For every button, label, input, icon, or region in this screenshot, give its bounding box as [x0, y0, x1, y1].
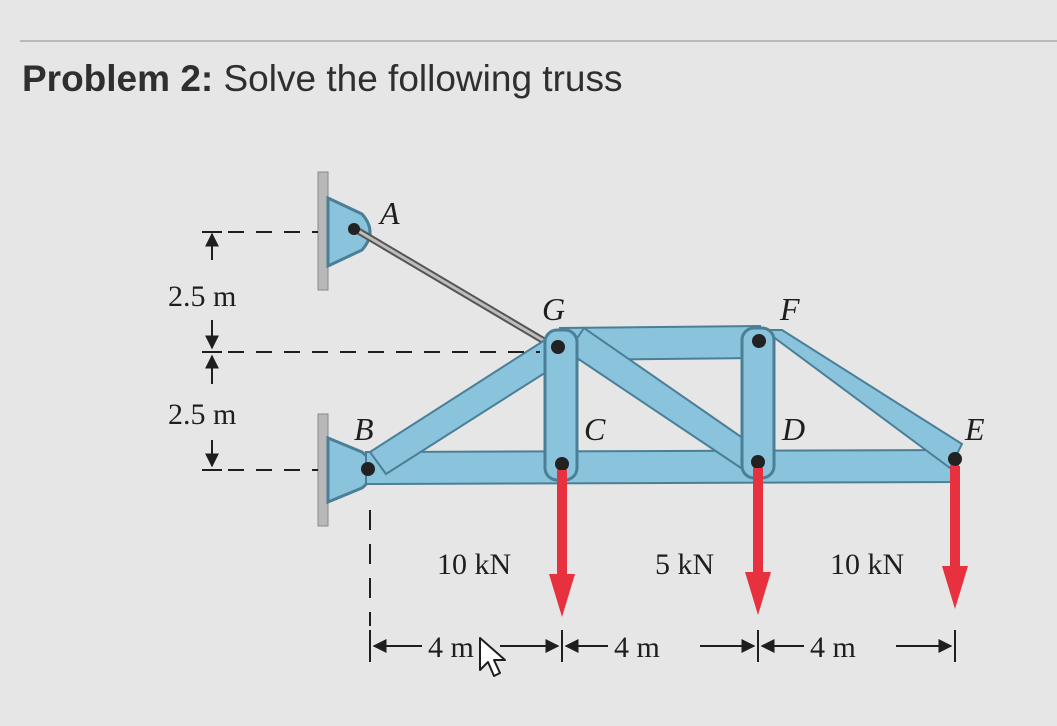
pin-G [551, 340, 565, 354]
label-node-G: G [542, 291, 565, 327]
member-BE [365, 448, 959, 486]
pin-C [555, 457, 569, 471]
problem-label: Problem 2: [22, 58, 214, 99]
vertical-dimension [202, 231, 222, 471]
label-node-A: A [378, 195, 400, 231]
pin-A [348, 223, 360, 235]
label-node-E: E [964, 411, 985, 447]
load-label-E: 10 kN [830, 548, 904, 581]
dim-label-upper: 2.5 m [168, 280, 236, 313]
load-label-D: 5 kN [655, 548, 714, 581]
cable-AG-highlight [353, 227, 558, 350]
problem-text: Solve the following truss [223, 58, 623, 99]
pin-F [752, 334, 766, 348]
problem-title: Problem 2: Solve the following truss [22, 58, 622, 100]
load-arrow-C [549, 470, 575, 617]
label-node-C: C [584, 411, 606, 447]
pin-B [361, 462, 375, 476]
top-divider-line [20, 40, 1057, 42]
load-arrow-D [745, 468, 771, 615]
mouse-cursor-icon [479, 637, 506, 677]
label-node-F: F [779, 291, 800, 327]
member-FE [760, 329, 964, 470]
dim-label-span-3: 4 m [810, 631, 856, 664]
pin-E [948, 452, 962, 466]
dim-label-span-1: 4 m [428, 631, 474, 664]
load-arrow-E [942, 466, 968, 609]
label-node-B: B [354, 411, 374, 447]
horizontal-dimension [369, 630, 956, 662]
dim-label-span-2: 4 m [614, 631, 660, 664]
label-node-D: D [781, 411, 805, 447]
dim-label-lower: 2.5 m [168, 398, 236, 431]
load-label-C: 10 kN [437, 548, 511, 581]
pin-D [751, 455, 765, 469]
